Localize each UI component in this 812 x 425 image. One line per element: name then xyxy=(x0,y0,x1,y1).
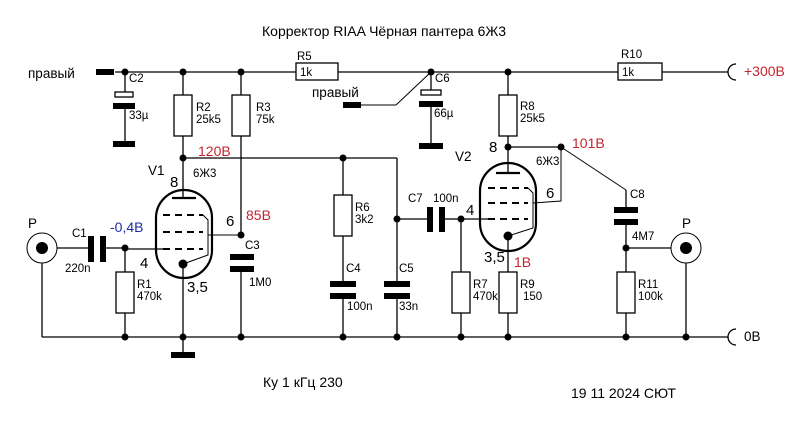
resistor-r2: R2 25k5 xyxy=(173,72,221,158)
resistor-r6: R6 3k2 xyxy=(333,158,374,281)
r5-ref: R5 xyxy=(297,51,312,63)
c6-value: 66µ xyxy=(434,108,454,120)
resistor-r1: R1 470k xyxy=(115,244,162,337)
r11-ref: R11 xyxy=(638,279,658,291)
r2-ref: R2 xyxy=(196,102,211,114)
r2-value: 25k5 xyxy=(196,114,221,126)
v1-ref: V1 xyxy=(148,163,165,178)
ground-terminal[interactable]: 0В xyxy=(727,328,761,346)
c3-ref: C3 xyxy=(245,240,260,252)
capacitor-c6: C6 66µ xyxy=(419,72,454,149)
resistor-r5: R5 1k xyxy=(295,51,339,81)
r3-ref: R3 xyxy=(256,102,271,114)
v1-anode-voltage: 120В xyxy=(198,143,231,159)
c1-ref: C1 xyxy=(72,228,87,240)
tube-v1 xyxy=(125,158,241,353)
r9-ref: R9 xyxy=(520,279,535,291)
c4-value: 100n xyxy=(347,301,373,313)
c2-ref: C2 xyxy=(129,73,144,85)
channel-label-left: правый xyxy=(28,66,75,81)
r10-ref: R10 xyxy=(621,49,642,61)
r3-value: 75k xyxy=(256,114,275,126)
c7-value: 100n xyxy=(433,193,459,205)
capacitor-c8: C8 4M7 xyxy=(560,146,654,272)
r7-value: 470k xyxy=(473,291,498,303)
r1-ref: R1 xyxy=(137,279,152,291)
supply-terminal[interactable]: +300В xyxy=(727,63,785,81)
c2-value: 33µ xyxy=(129,110,149,122)
input-connector-label: P xyxy=(28,216,37,231)
v2-pin-screen: 6 xyxy=(546,185,554,202)
v1-pin-anode: 8 xyxy=(170,174,178,191)
r9-value: 150 xyxy=(523,291,542,303)
output-connector[interactable] xyxy=(670,232,702,337)
capacitor-c2: C2 33µ xyxy=(113,72,149,147)
v1-grid-voltage: -0,4В xyxy=(110,219,143,235)
channel-link xyxy=(343,71,432,108)
c5-value: 33n xyxy=(399,301,418,313)
v2-anode-voltage: 101В xyxy=(572,135,605,151)
c5-ref: C5 xyxy=(399,263,414,275)
v1-type: 6Ж3 xyxy=(193,168,216,180)
resistor-r9: R9 150 xyxy=(498,271,542,337)
c3-value: 1M0 xyxy=(249,277,271,289)
v1-pin-grid: 4 xyxy=(140,255,148,272)
date-author: 19 11 2024 СЮТ xyxy=(571,385,676,401)
c8-ref: C8 xyxy=(630,189,645,201)
input-connector[interactable] xyxy=(26,232,88,337)
v2-pin-cathode: 3,5 xyxy=(484,249,505,266)
r6-value: 3k2 xyxy=(355,214,374,226)
c8-value: 4M7 xyxy=(632,231,654,243)
v1-pin-cathode: 3,5 xyxy=(187,279,208,296)
supply-voltage-label: +300В xyxy=(744,63,785,79)
ground-symbol xyxy=(171,352,195,358)
capacitor-c1: C1 220n xyxy=(65,228,125,275)
c1-value: 220n xyxy=(65,263,91,275)
c7-ref: C7 xyxy=(408,193,423,205)
capacitor-c4: C4 100n xyxy=(330,263,373,337)
v1-screen-voltage: 85В xyxy=(246,207,271,223)
schematic-title: Корректор RIAA Чёрная пантера 6Ж3 xyxy=(262,23,506,39)
ground-rail xyxy=(42,333,728,341)
channel-label-middle: правый xyxy=(312,85,359,100)
ground-voltage-label: 0В xyxy=(744,329,761,344)
v2-cathode-voltage: 1В xyxy=(514,254,531,270)
resistor-r10: R10 1k xyxy=(617,49,663,81)
r11-value: 100k xyxy=(638,291,663,303)
r6-ref: R6 xyxy=(355,202,370,214)
v2-pin-anode: 8 xyxy=(489,139,497,156)
capacitor-c3: C3 1M0 xyxy=(230,231,271,337)
capacitor-c7: C7 100n xyxy=(397,193,461,232)
r5-value: 1k xyxy=(300,67,312,79)
v1-pin-screen: 6 xyxy=(226,213,234,230)
resistor-r3: R3 75k xyxy=(231,72,275,235)
v2-type: 6Ж3 xyxy=(536,156,559,168)
resistor-r8: R8 25k5 xyxy=(498,72,545,147)
c4-ref: C4 xyxy=(346,263,361,275)
tube-v2 xyxy=(457,143,565,272)
capacitor-c5: C5 33n xyxy=(384,215,418,337)
c6-ref: C6 xyxy=(435,73,450,85)
v2-pin-grid: 4 xyxy=(466,202,474,219)
v1-anode-bus xyxy=(179,154,398,219)
resistor-r11: R11 100k xyxy=(616,271,663,337)
gain-note: Ку 1 кГц 230 xyxy=(263,374,343,390)
output-connector-label: P xyxy=(682,216,691,231)
r8-ref: R8 xyxy=(520,101,535,113)
resistor-r7: R7 470k xyxy=(451,219,498,337)
r10-value: 1k xyxy=(622,67,634,79)
r8-value: 25k5 xyxy=(520,113,545,125)
r7-ref: R7 xyxy=(473,279,488,291)
r1-value: 470k xyxy=(137,291,162,303)
v2-ref: V2 xyxy=(455,149,472,164)
